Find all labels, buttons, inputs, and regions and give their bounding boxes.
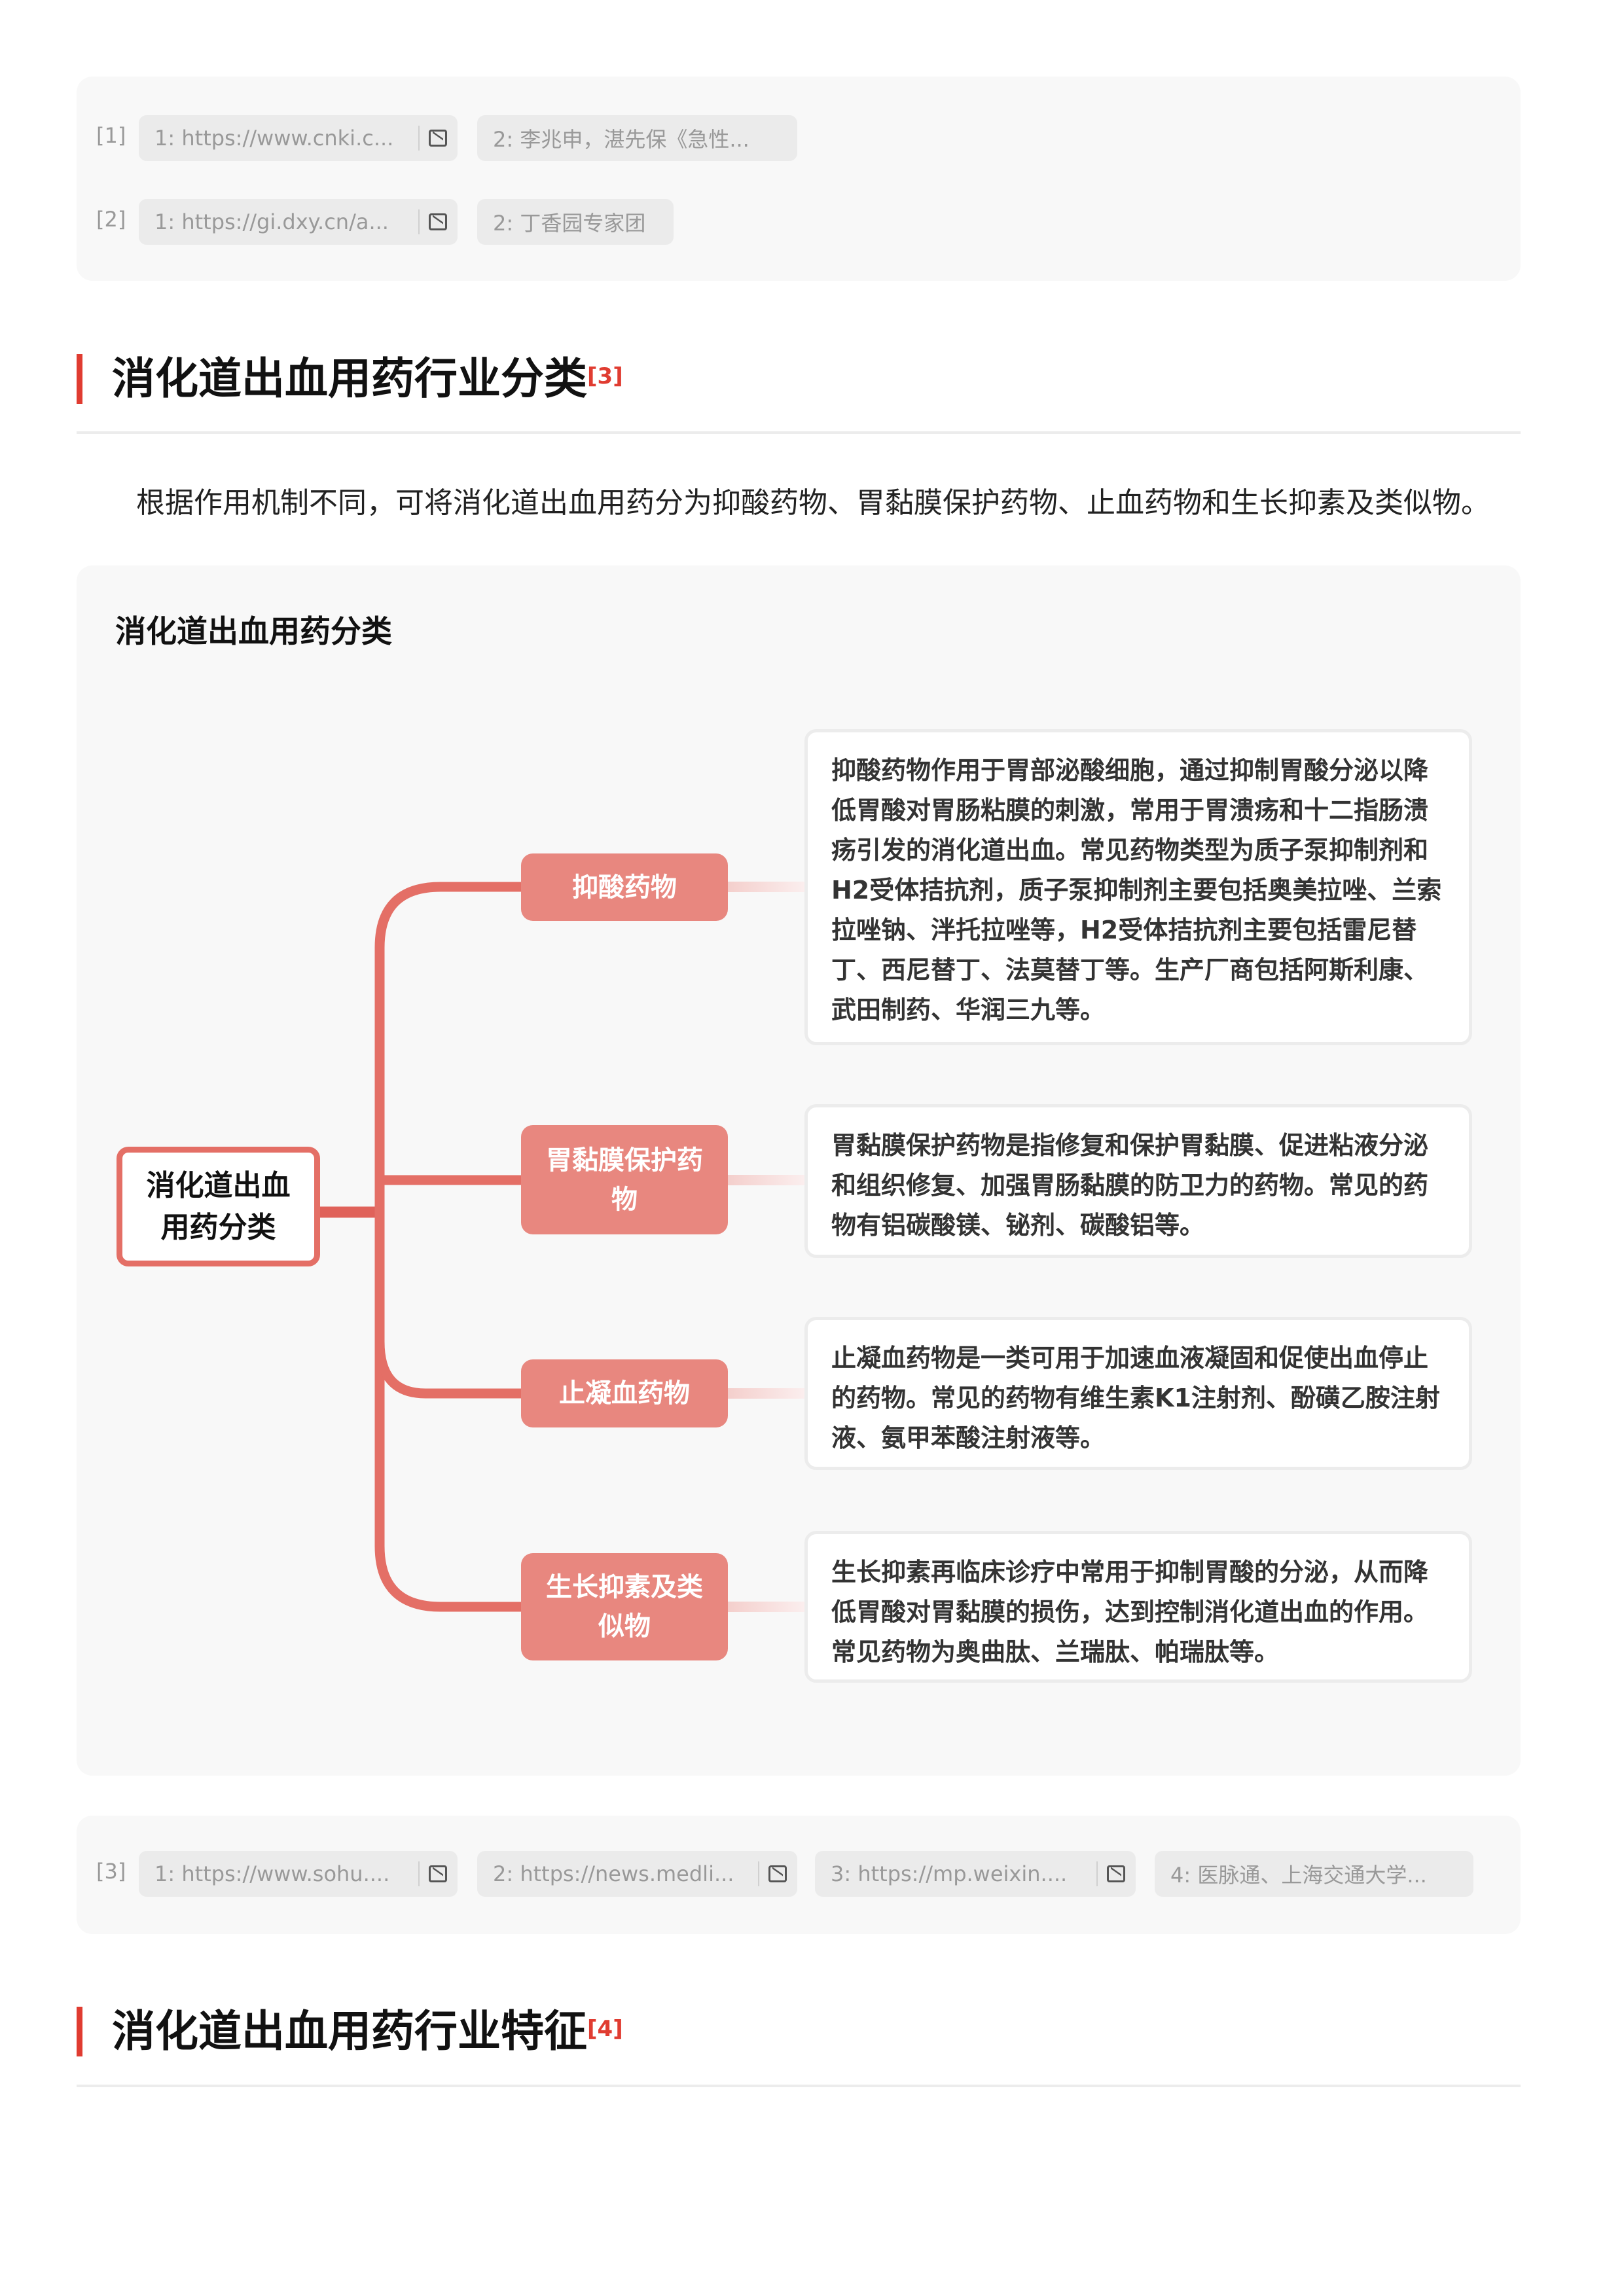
mindmap-description: 止凝血药物是一类可用于加速血液凝固和促使出血停止的药物。常见的药物有维生素K1注… [804, 1317, 1472, 1470]
mindmap-title: 消化道出血用药分类 [115, 614, 392, 650]
divider [1096, 1861, 1098, 1886]
branch-link [728, 1388, 804, 1399]
reference-text: 3: https://mp.weixin.... [831, 1861, 1068, 1886]
reference-link-chip[interactable]: 3: https://mp.weixin.... [815, 1851, 1136, 1897]
section-title: 消化道出血用药行业分类 [112, 353, 587, 404]
reference-label: [2] [96, 207, 126, 232]
reference-link-chip[interactable]: 1: https://www.cnki.c... [139, 115, 458, 161]
reference-chip[interactable]: 2: 丁香园专家团 [477, 199, 674, 245]
divider [758, 1861, 759, 1886]
branch-connector [374, 1341, 521, 1399]
mindmap-branch-node: 胃黏膜保护药物 [521, 1125, 728, 1234]
citation-link[interactable]: [4] [587, 2016, 623, 2042]
branch-link [728, 1175, 804, 1185]
reference-text: 1: https://www.sohu.... [154, 1861, 390, 1886]
section-title: 消化道出血用药行业特征 [112, 2006, 587, 2056]
intro-paragraph: 根据作用机制不同，可将消化道出血用药分为抑酸药物、胃黏膜保护药物、止血药物和生长… [136, 486, 1490, 520]
image-link-icon[interactable] [768, 1865, 787, 1882]
divider [418, 126, 420, 151]
reference-text: 4: 医脉通、上海交通大学... [1170, 1863, 1427, 1888]
citation-link[interactable]: [3] [587, 363, 623, 389]
image-link-icon[interactable] [429, 213, 447, 230]
section-heading: 消化道出血用药行业分类[3] [77, 354, 623, 404]
references-box [77, 77, 1521, 281]
mindmap-branch-node: 止凝血药物 [521, 1359, 728, 1427]
section-heading: 消化道出血用药行业特征[4] [77, 2007, 623, 2056]
reference-label: [1] [96, 123, 126, 148]
reference-label: [3] [96, 1859, 126, 1884]
divider [418, 209, 420, 234]
divider [418, 1861, 420, 1886]
reference-link-chip[interactable]: 1: https://gi.dxy.cn/a... [139, 199, 458, 245]
reference-chip[interactable]: 4: 医脉通、上海交通大学... [1155, 1851, 1473, 1897]
mindmap-branch-node: 生长抑素及类似物 [521, 1553, 728, 1660]
mindmap-root-node: 消化道出血用药分类 [117, 1147, 320, 1266]
reference-link-chip[interactable]: 1: https://www.sohu.... [139, 1851, 458, 1897]
reference-link-chip[interactable]: 2: https://news.medli... [477, 1851, 797, 1897]
mindmap-description: 抑酸药物作用于胃部泌酸细胞，通过抑制胃酸分泌以降低胃酸对胃肠粘膜的刺激，常用于胃… [804, 729, 1472, 1045]
branch-link [728, 882, 804, 892]
trunk-line [374, 882, 521, 1612]
mindmap-description: 胃黏膜保护药物是指修复和保护胃黏膜、促进粘液分泌和组织修复、加强胃肠黏膜的防卫力… [804, 1104, 1472, 1258]
reference-chip[interactable]: 2: 李兆申，湛先保《急性... [477, 115, 797, 161]
branch-link [728, 1602, 804, 1612]
mindmap-description: 生长抑素再临床诊疗中常用于抑制胃酸的分泌，从而降低胃酸对胃黏膜的损伤，达到控制消… [804, 1531, 1472, 1683]
divider [77, 2085, 1521, 2087]
image-link-icon[interactable] [429, 1865, 447, 1882]
image-link-icon[interactable] [1107, 1865, 1125, 1882]
mindmap-branch-node: 抑酸药物 [521, 853, 728, 921]
reference-text: 2: https://news.medli... [493, 1861, 734, 1886]
image-link-icon[interactable] [429, 130, 447, 147]
divider [77, 431, 1521, 434]
